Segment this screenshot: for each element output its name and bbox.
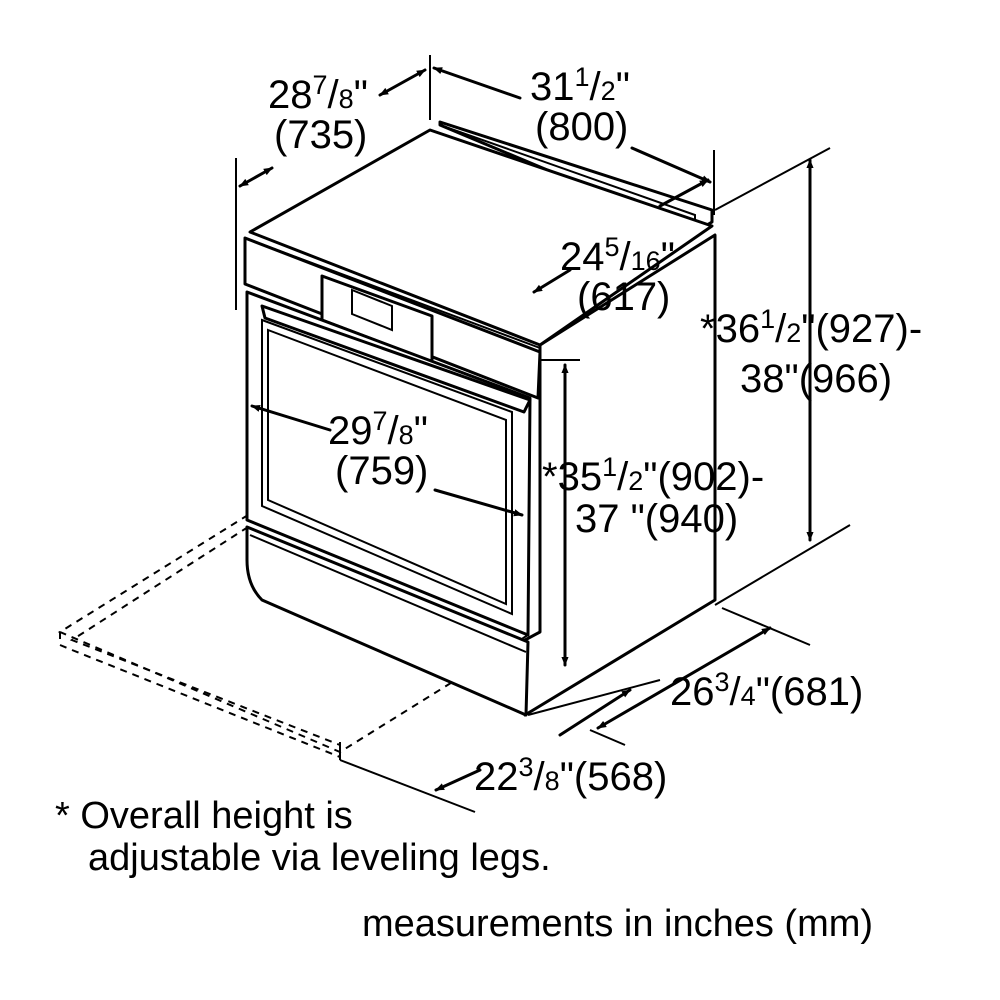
footnote-line-2: adjustable via leveling legs. bbox=[88, 837, 551, 879]
label-width-top-mm: (800) bbox=[535, 105, 628, 149]
display-screen bbox=[351, 288, 393, 332]
storage-drawer bbox=[245, 525, 530, 717]
dimension-lines bbox=[235, 55, 851, 813]
footnote-line-1: * Overall height is bbox=[55, 795, 353, 837]
label-depth-mm: (735) bbox=[274, 113, 367, 157]
oven-door-handle bbox=[260, 304, 532, 414]
label-depth-base: 263/4"(681) bbox=[670, 667, 863, 714]
dimension-labels: 287/8" (735) 311/2" (800) 245/16" (617) … bbox=[268, 62, 922, 799]
label-depth-body: 245/16" bbox=[560, 232, 675, 279]
label-width-top: 311/2" bbox=[530, 62, 630, 109]
cabinet-opening-outline bbox=[57, 514, 529, 760]
range-cooktop bbox=[248, 128, 714, 347]
label-height-overall: *361/2"(927)- bbox=[700, 304, 922, 351]
footnotes: * Overall height is adjustable via level… bbox=[55, 795, 873, 945]
label-depth: 287/8" bbox=[268, 70, 368, 117]
label-width-front-mm: (759) bbox=[335, 449, 428, 493]
label-height-body-line2: 37 "(940) bbox=[575, 497, 738, 541]
label-height-overall-line2: 38"(966) bbox=[740, 357, 892, 401]
label-depth-body-mm: (617) bbox=[577, 275, 670, 319]
label-width-front: 297/8" bbox=[328, 406, 428, 453]
label-height-body: *351/2"(902)- bbox=[542, 452, 764, 499]
label-width-base: 223/8"(568) bbox=[474, 752, 667, 799]
range-illustration bbox=[243, 120, 717, 717]
units-note: measurements in inches (mm) bbox=[362, 903, 873, 945]
